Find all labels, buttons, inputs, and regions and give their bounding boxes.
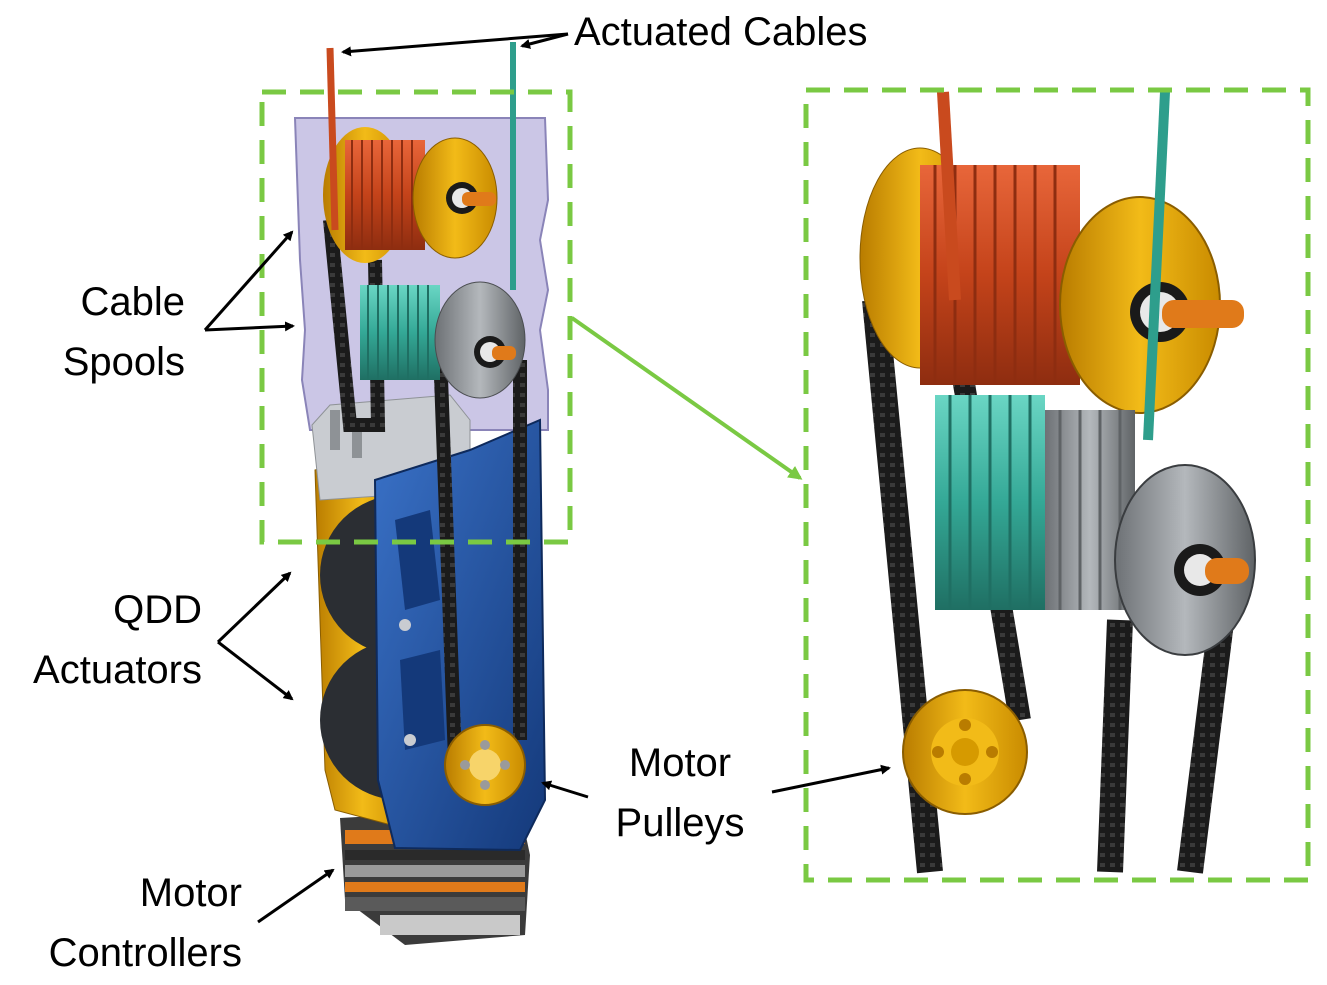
- arrow-cable-spool-lower: [204, 321, 295, 332]
- actuator-assembly: [293, 42, 550, 945]
- label-motor-controllers-line1: Motor: [139, 871, 242, 915]
- callout-arrows: [203, 32, 891, 924]
- motor-pulley-left: [444, 724, 526, 806]
- label-qdd-actuators-line2: Actuators: [33, 648, 202, 692]
- arrow-actuated-cable-orange: [341, 32, 569, 57]
- label-qdd-actuators-line1: QDD: [113, 588, 202, 632]
- zoom-spool-teal: [935, 395, 1256, 656]
- label-cable-spools-line1: Cable: [80, 280, 185, 324]
- zoom-cable-orange: [937, 91, 961, 301]
- arrow-actuated-cable-teal: [520, 32, 569, 49]
- zoom-cable-teal: [1143, 91, 1170, 441]
- belt-lower: [433, 349, 527, 761]
- arrow-motor-pulley-right: [771, 764, 891, 794]
- label-cable-spools-line2: Spools: [62, 340, 185, 384]
- label-actuated-cables: Actuated Cables: [574, 10, 868, 54]
- zoom-region-box: [259, 89, 573, 545]
- zoom-connector-arrow: [570, 316, 803, 480]
- zoom-spool-orange: [859, 147, 1244, 414]
- arrow-qdd-upper: [216, 571, 292, 644]
- arrow-qdd-lower: [217, 640, 294, 701]
- zoom-detail-box: [803, 87, 1311, 883]
- cable-orange: [326, 47, 339, 231]
- label-motor-pulleys-line2: Pulleys: [615, 801, 745, 845]
- arrow-motor-pulley-left: [541, 780, 589, 799]
- arrow-cable-spool-upper: [203, 230, 294, 331]
- arrow-motor-controllers: [257, 868, 335, 924]
- label-motor-controllers-line2: Controllers: [48, 931, 242, 975]
- zoom-detail: [859, 91, 1256, 874]
- label-motor-pulleys-line1: Motor: [628, 741, 732, 785]
- zoom-motor-pulley: [902, 689, 1028, 815]
- cable-spool-teal: [360, 281, 526, 399]
- cable-spool-orange: [323, 127, 498, 263]
